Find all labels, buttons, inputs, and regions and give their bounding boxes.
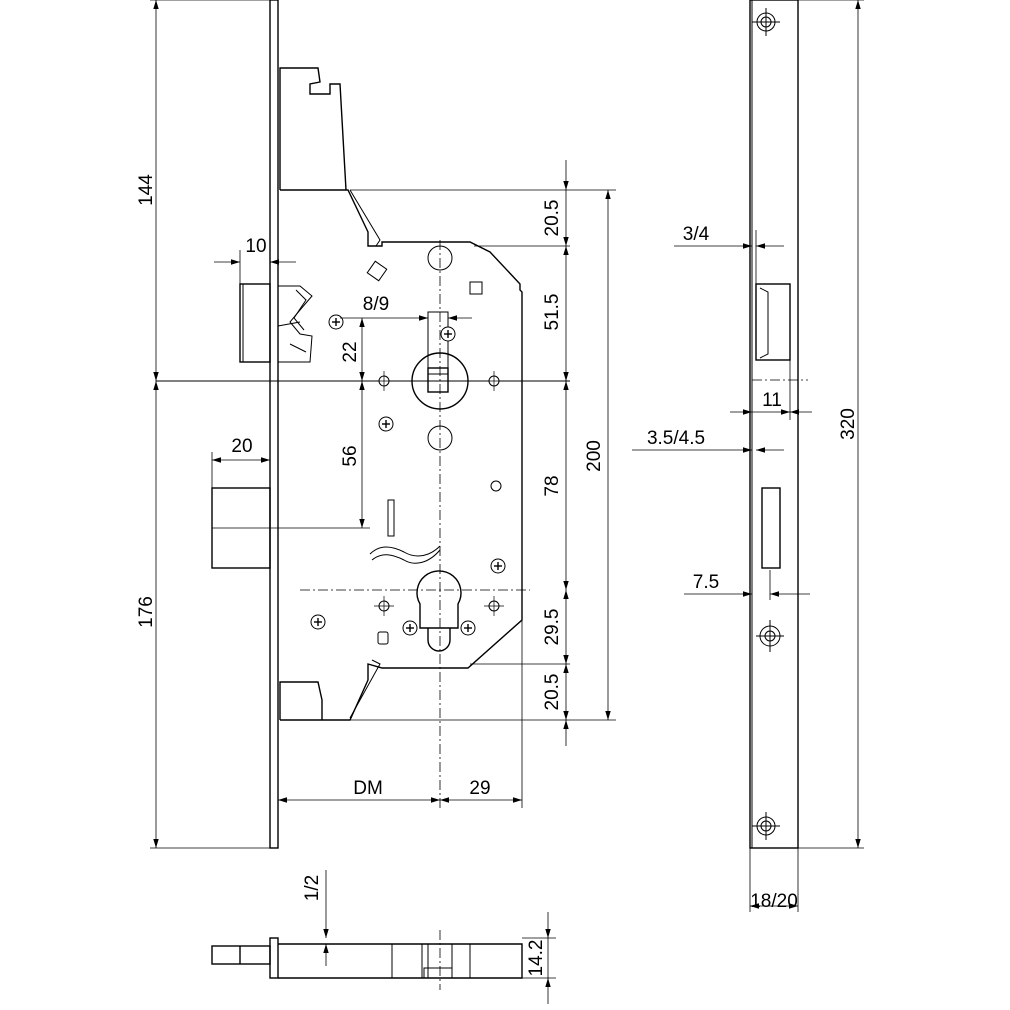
dimension-176: 176 (136, 381, 270, 849)
label-20-5-top: 20.5 (542, 200, 563, 237)
dimension-8-9: 8/9 (340, 294, 472, 321)
dimension-22: 22 (340, 318, 365, 381)
lock-top-view (211, 930, 523, 990)
label-78: 78 (542, 475, 563, 496)
dimension-3-5-4-5: 3.5/4.5 (632, 428, 784, 464)
dimension-56: 56 (212, 381, 370, 529)
label-320: 320 (838, 408, 859, 440)
faceplate-front (749, 0, 799, 849)
cylinder-profile (416, 570, 462, 629)
internal-components (156, 240, 570, 810)
dimension-3-4: 3/4 (674, 224, 784, 290)
holes (373, 370, 505, 617)
label-14-2: 14.2 (526, 940, 547, 977)
spindle-square (427, 367, 449, 393)
dimension-18-20: 18/20 (749, 848, 799, 912)
label-51-5: 51.5 (542, 294, 563, 331)
label-1-2: 1/2 (302, 875, 323, 901)
dimension-7-5: 7.5 (684, 570, 810, 600)
dimension-144: 144 (136, 0, 270, 381)
label-7-5: 7.5 (693, 572, 719, 593)
lock-case-body (279, 67, 523, 721)
dimension-dm-29: DM 29 (278, 620, 523, 808)
right-dimension-chain: 20.5 51.5 78 29.5 20.5 (350, 160, 616, 746)
label-22: 22 (340, 341, 361, 362)
label-3-4: 3/4 (683, 224, 710, 245)
label-dm: DM (353, 778, 383, 799)
latch-bolt (239, 283, 313, 363)
dimension-14-2: 14.2 (522, 912, 556, 1004)
faceplate-side (269, 0, 279, 849)
label-20-5-bottom: 20.5 (542, 674, 563, 711)
dimension-11: 11 (730, 360, 812, 420)
label-11: 11 (762, 390, 782, 411)
label-29: 29 (469, 778, 490, 799)
label-29-5: 29.5 (542, 609, 563, 646)
dimension-200: 200 (584, 190, 611, 720)
label-144: 144 (136, 174, 157, 206)
label-8-9: 8/9 (363, 294, 389, 315)
label-20: 20 (231, 436, 252, 457)
label-176: 176 (136, 596, 157, 628)
dimension-320: 320 (798, 0, 864, 849)
label-18-20: 18/20 (750, 891, 798, 912)
dimension-1-2: 1/2 (302, 870, 329, 966)
latch-opening (755, 283, 791, 361)
dimension-10: 10 (214, 236, 296, 284)
label-3-5-4-5: 3.5/4.5 (647, 428, 705, 449)
deadbolt-opening (761, 487, 781, 569)
label-10: 10 (245, 236, 266, 257)
dimension-20: 20 (211, 436, 270, 488)
label-200: 200 (584, 440, 605, 472)
label-56: 56 (340, 445, 361, 466)
